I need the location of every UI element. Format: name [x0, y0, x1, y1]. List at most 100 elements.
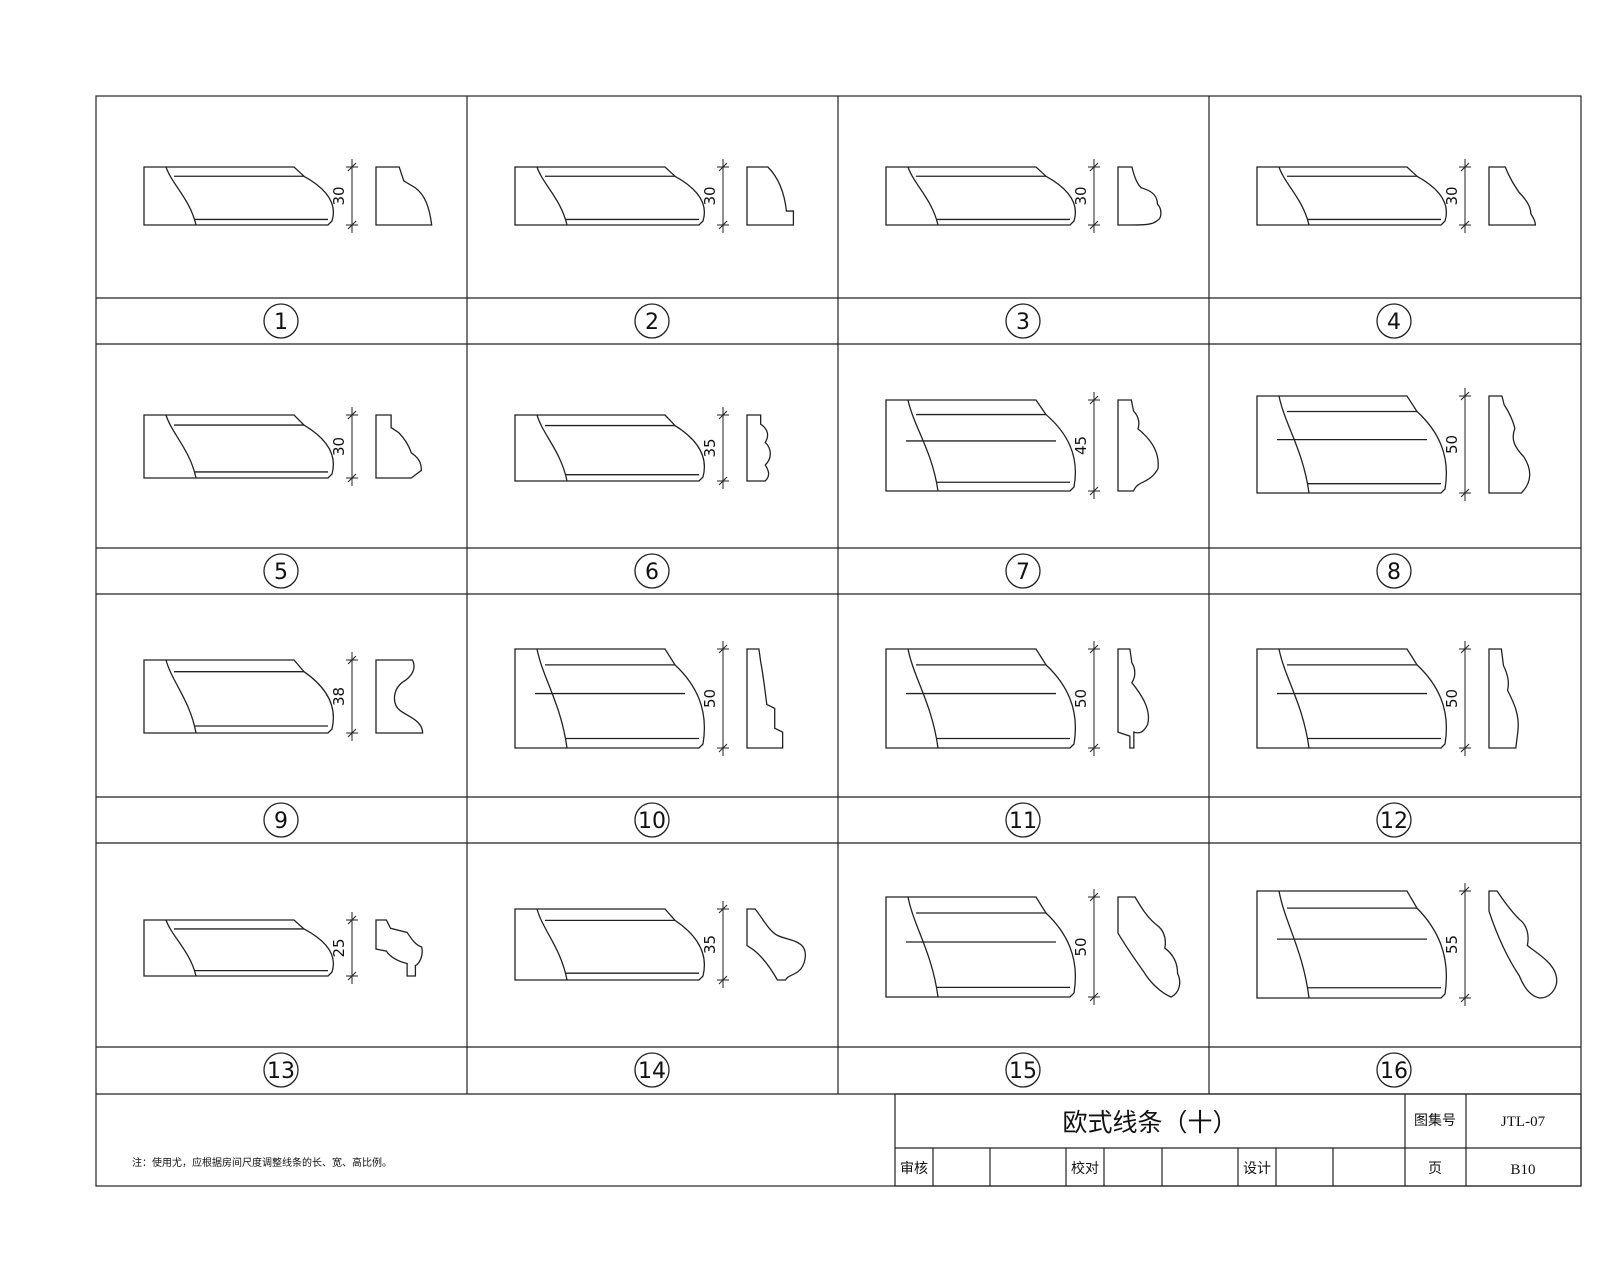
dimension-value: 30 — [1443, 186, 1461, 205]
moulding-elevation — [514, 648, 705, 749]
cross-section — [1118, 400, 1158, 491]
cross-section — [1118, 649, 1148, 748]
dimension-value: 50 — [1072, 689, 1090, 708]
dimension-value: 50 — [1443, 435, 1461, 454]
number-circle — [1005, 553, 1041, 589]
sheet-title: 欧式线条（十） — [1062, 1108, 1237, 1137]
number-circle — [634, 802, 670, 838]
dimension-line — [717, 901, 729, 988]
moulding-elevation — [143, 166, 334, 226]
dimension-line — [1459, 883, 1471, 1006]
page-number: B10 — [1510, 1162, 1535, 1178]
dimension-line — [1459, 388, 1471, 501]
dimension-value: 30 — [330, 186, 348, 205]
moulding-elevation — [514, 166, 705, 226]
number-circle — [1376, 1052, 1412, 1088]
profile-number: 1 — [274, 310, 288, 335]
review-label: 审核 — [900, 1161, 928, 1177]
dimension-line — [1088, 159, 1100, 233]
profile-1: 30 1 — [143, 159, 432, 339]
profile-7: 45 7 — [885, 392, 1158, 589]
design-label: 设计 — [1243, 1161, 1271, 1177]
moulding-elevation — [885, 166, 1076, 226]
moulding-elevation — [1256, 166, 1447, 226]
moulding-elevation — [1256, 890, 1447, 999]
cross-section — [1118, 897, 1180, 997]
number-circle — [1005, 303, 1041, 339]
profile-4: 30 4 — [1256, 159, 1535, 339]
number-circle — [263, 303, 299, 339]
moulding-elevation — [885, 896, 1076, 998]
dimension-line — [717, 407, 729, 489]
profile-6: 356 — [514, 407, 770, 589]
moulding-elevation — [885, 399, 1076, 492]
profile-number: 15 — [1009, 1059, 1037, 1084]
dimension-value: 35 — [701, 438, 719, 457]
moulding-elevation — [143, 414, 334, 479]
moulding-elevation — [143, 659, 334, 734]
profile-number: 7 — [1016, 560, 1030, 585]
number-circle — [1376, 553, 1412, 589]
dimension-line — [1459, 641, 1471, 756]
moulding-elevation — [1256, 648, 1447, 749]
profile-8: 508 — [1256, 388, 1530, 589]
number-circle — [634, 1052, 670, 1088]
moulding-elevation — [885, 648, 1076, 749]
number-circle — [263, 1052, 299, 1088]
dimension-line — [1088, 392, 1100, 499]
profile-10: 50 10 — [514, 641, 783, 838]
dimension-line — [346, 407, 358, 486]
cross-section — [376, 167, 432, 225]
number-circle — [634, 303, 670, 339]
sheet-note: 注：使用尤，应根据房间尺度调整线条的长、宽、高比例。 — [132, 1156, 392, 1169]
dimension-value: 38 — [330, 687, 348, 706]
profile-number: 14 — [638, 1059, 666, 1084]
profile-number: 12 — [1380, 809, 1408, 834]
profile-3: 30 3 — [885, 159, 1161, 339]
cross-section — [1489, 891, 1557, 998]
profile-number: 13 — [267, 1059, 295, 1084]
cross-section — [1118, 167, 1161, 225]
dimension-line — [1459, 159, 1471, 233]
number-circle — [634, 553, 670, 589]
profile-number: 3 — [1016, 310, 1030, 335]
profile-number: 4 — [1387, 310, 1401, 335]
dimension-line — [1088, 641, 1100, 756]
atlas-label: 图集号 — [1414, 1112, 1456, 1129]
profile-12: 50 12 — [1256, 641, 1518, 838]
dimension-value: 30 — [330, 437, 348, 456]
dimension-line — [346, 159, 358, 233]
cross-section — [1489, 649, 1518, 748]
dimension-line — [346, 912, 358, 984]
moulding-elevation — [514, 414, 705, 482]
dimension-value: 50 — [1443, 689, 1461, 708]
profile-number: 16 — [1380, 1059, 1408, 1084]
profile-number: 9 — [274, 809, 288, 834]
dimension-line — [717, 159, 729, 233]
dimension-line — [1088, 889, 1100, 1005]
dimension-line — [346, 652, 358, 741]
number-circle — [1376, 303, 1412, 339]
cross-section — [747, 649, 783, 748]
cross-section — [747, 167, 793, 225]
dimension-value: 45 — [1072, 436, 1090, 455]
cross-section — [1489, 167, 1535, 225]
cross-section — [1489, 396, 1530, 493]
moulding-elevation — [143, 919, 334, 977]
dimension-value: 30 — [1072, 186, 1090, 205]
profile-number: 10 — [638, 809, 666, 834]
profile-14: 35 14 — [514, 901, 805, 1088]
moulding-elevation — [1256, 395, 1447, 494]
dimension-value: 50 — [1072, 937, 1090, 956]
profile-5: 305 — [143, 407, 421, 589]
dimension-value: 35 — [701, 935, 719, 954]
cross-section — [376, 415, 421, 478]
profile-15: 50 15 — [885, 889, 1180, 1088]
profile-number: 2 — [645, 310, 659, 335]
dimension-value: 50 — [701, 689, 719, 708]
cross-section — [376, 920, 422, 976]
